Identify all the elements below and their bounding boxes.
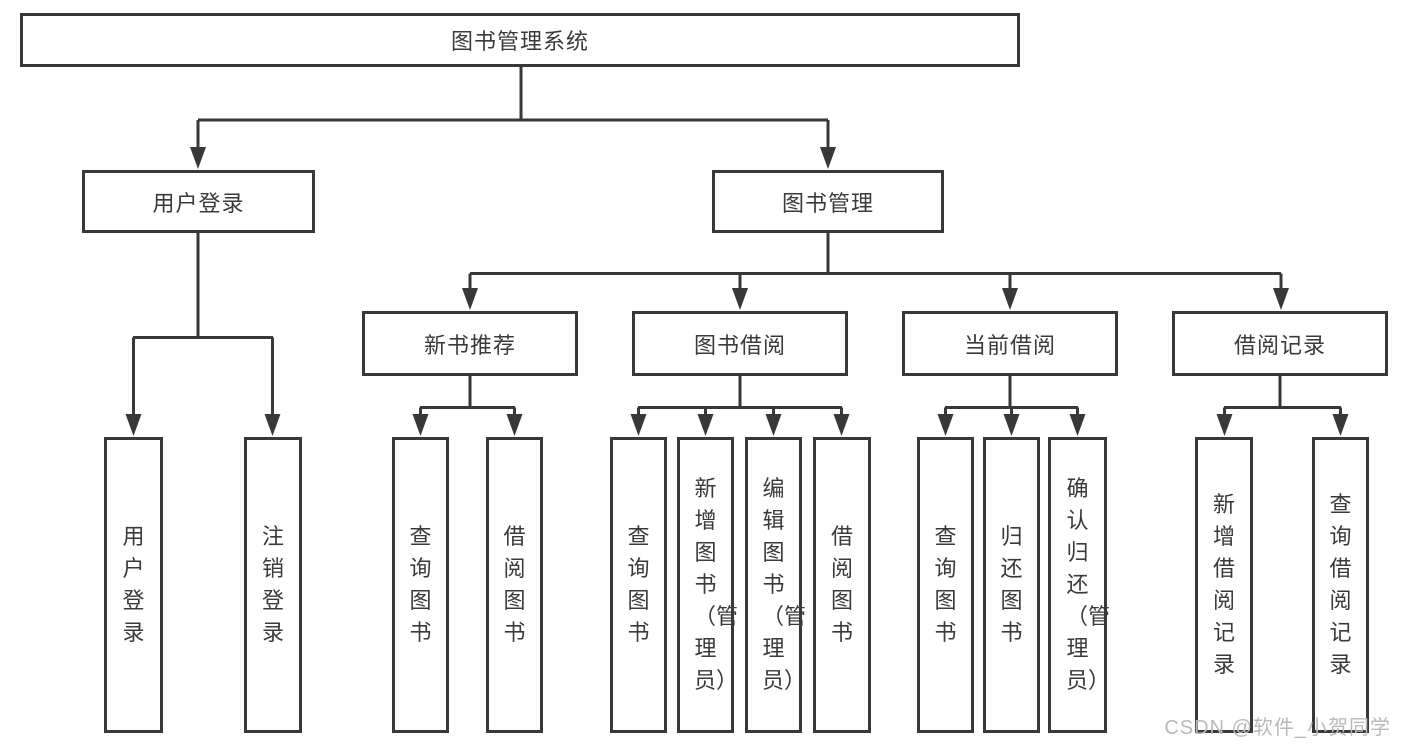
leaf-borrow-borrow-books-label: 借阅图书 <box>830 524 853 645</box>
leaf-logout-login-label: 注销登录 <box>261 524 284 645</box>
leaf-borrow-edit-books-admin: 编辑图书（管理员） <box>745 437 807 733</box>
leaf-newbook-borrow-books: 借阅图书 <box>486 437 543 733</box>
leaf-borrow-add-books-admin: 新增图书（管理员） <box>677 437 739 733</box>
leaf-borrow-query-books-label: 查询图书 <box>627 524 650 645</box>
leaf-current-confirm-return-admin-label: 确认归还（管理员） <box>1066 476 1111 693</box>
leaf-records-add-record-label: 新增借阅记录 <box>1212 492 1235 677</box>
leaf-borrow-borrow-books: 借阅图书 <box>813 437 871 733</box>
node-user-login: 用户登录 <box>82 170 315 233</box>
node-borrow-records: 借阅记录 <box>1172 311 1388 376</box>
leaf-current-return-books-label: 归还图书 <box>1000 524 1023 645</box>
leaf-current-query-books: 查询图书 <box>917 437 974 733</box>
csdn-watermark: CSDN @软件_小贺同学 <box>1164 717 1391 739</box>
leaf-newbook-query-books-label: 查询图书 <box>409 524 432 645</box>
leaf-user-login: 用户登录 <box>104 437 163 733</box>
leaf-borrow-query-books: 查询图书 <box>610 437 667 733</box>
leaf-current-confirm-return-admin: 确认归还（管理员） <box>1048 437 1111 733</box>
leaf-borrow-edit-books-admin-label: 编辑图书（管理员） <box>762 476 807 693</box>
leaf-logout-login: 注销登录 <box>244 437 302 733</box>
leaf-records-add-record: 新增借阅记录 <box>1195 437 1253 733</box>
leaf-borrow-add-books-admin-label: 新增图书（管理员） <box>694 476 739 693</box>
node-current-borrow: 当前借阅 <box>902 311 1118 376</box>
node-book-borrow: 图书借阅 <box>632 311 848 376</box>
leaf-user-login-label: 用户登录 <box>122 524 145 645</box>
node-book-management: 图书管理 <box>712 170 944 233</box>
node-root: 图书管理系统 <box>20 13 1020 67</box>
leaf-records-query-record-label: 查询借阅记录 <box>1329 492 1352 677</box>
leaf-newbook-query-books: 查询图书 <box>392 437 449 733</box>
leaf-current-return-books: 归还图书 <box>983 437 1040 733</box>
leaf-records-query-record: 查询借阅记录 <box>1312 437 1369 733</box>
leaf-newbook-borrow-books-label: 借阅图书 <box>503 524 526 645</box>
leaf-current-query-books-label: 查询图书 <box>934 524 957 645</box>
node-new-book-recommend: 新书推荐 <box>362 311 578 376</box>
